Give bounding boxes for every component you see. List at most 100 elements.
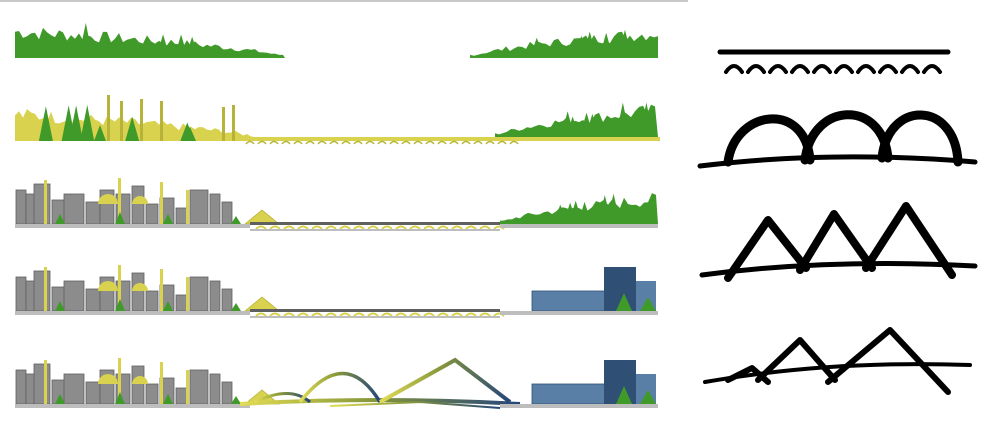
bridge-arch	[479, 225, 491, 230]
bridge-arch	[451, 225, 463, 230]
bridge-deck	[250, 222, 500, 225]
pine-tree	[560, 111, 575, 137]
top-divider-line	[0, 0, 688, 2]
district-tree	[640, 390, 656, 404]
ground-strip	[500, 224, 658, 228]
minaret	[118, 265, 121, 311]
city-tree	[163, 394, 173, 404]
pine-tree	[582, 31, 597, 58]
bridge-arch	[409, 312, 421, 317]
district-tree	[616, 386, 632, 404]
riverbank	[250, 316, 500, 318]
new-district-buildings	[500, 267, 658, 315]
ground-strip	[15, 224, 250, 228]
stone-bridge-arch	[305, 140, 315, 145]
city-building	[33, 183, 51, 225]
minaret	[44, 360, 47, 404]
pine-tree	[38, 106, 53, 141]
stone-bridge-arch	[257, 140, 267, 145]
city-building	[209, 193, 221, 225]
old-city-silhouette	[15, 95, 270, 141]
pine-tree	[597, 195, 612, 224]
bridge-arch	[409, 225, 421, 230]
old-minaret	[232, 105, 235, 141]
minaret	[118, 358, 121, 404]
stone-bridge-arch	[449, 140, 459, 145]
modern-city-silhouette	[15, 265, 281, 315]
dome	[98, 374, 118, 384]
minaret	[160, 182, 163, 224]
stone-bridge-arch	[365, 140, 375, 145]
bridge-arch	[255, 225, 267, 230]
city-tree	[231, 396, 241, 404]
city-building	[85, 201, 101, 225]
bridge-arch	[451, 312, 463, 317]
bridge-arch	[465, 225, 477, 230]
bridge-arch	[269, 225, 281, 230]
right-forest	[470, 29, 658, 58]
panel-stage-4	[15, 265, 658, 318]
bridge-arch	[255, 312, 267, 317]
stone-bridge-arch	[329, 140, 339, 145]
city-building	[131, 272, 145, 312]
ground-strip	[500, 404, 658, 408]
city-building	[85, 288, 101, 312]
sketch-small-arch	[922, 64, 942, 74]
new-district-buildings	[500, 360, 658, 408]
bridge-arch	[325, 225, 337, 230]
sketch-small-arch	[724, 64, 744, 74]
old-city-tree	[184, 127, 196, 141]
minaret	[44, 267, 47, 311]
pine-tree	[553, 204, 568, 224]
ground-strip	[15, 404, 250, 408]
city-building	[145, 383, 159, 405]
city-building	[63, 193, 85, 225]
dome	[132, 196, 148, 204]
pine-tree	[639, 102, 654, 137]
city-building	[145, 290, 159, 312]
panel-stage-1	[15, 22, 658, 59]
stone-bridge-arch	[353, 140, 363, 145]
ground-strip	[15, 311, 250, 315]
bridge-arch	[381, 225, 393, 230]
old-minaret	[140, 99, 143, 141]
forest-silhouette	[15, 27, 285, 58]
city-tree	[163, 301, 173, 311]
sketch-small-arches	[717, 49, 951, 74]
right-forest	[500, 193, 658, 228]
new-arched-bridge	[239, 357, 521, 409]
stone-bridge-arch	[509, 140, 519, 145]
forest-silhouette	[495, 104, 658, 137]
stone-bridge-arch	[461, 140, 471, 145]
bridge-arch	[353, 225, 365, 230]
bridge-arch	[395, 312, 407, 317]
shore-temple	[243, 209, 281, 225]
city-building	[145, 203, 159, 225]
city-tree	[115, 212, 125, 224]
bridge-arch	[423, 225, 435, 230]
bridge-arch	[311, 312, 323, 317]
bridge-deck	[250, 309, 500, 312]
city-tree	[55, 394, 65, 404]
dome	[132, 376, 148, 384]
sketch-small-arch	[878, 64, 898, 74]
stone-bridge-arch	[317, 140, 327, 145]
bridge-arch	[269, 312, 281, 317]
bridge-arch	[381, 312, 393, 317]
modern-city-silhouette	[15, 358, 281, 408]
shore-temple	[243, 296, 281, 312]
pine-tree	[156, 34, 171, 58]
city-building	[63, 280, 85, 312]
bridge-arch	[353, 312, 365, 317]
city-tree	[115, 392, 125, 404]
minaret	[186, 277, 189, 311]
pine-tree	[69, 105, 84, 141]
stone-bridge-arch	[281, 140, 291, 145]
bridge-arch	[311, 225, 323, 230]
panel-stage-5	[15, 357, 658, 409]
modern-city-silhouette	[15, 178, 281, 228]
stone-bridge-arch	[413, 140, 423, 145]
minaret	[44, 180, 47, 224]
city-building	[15, 369, 27, 405]
pine-tree	[529, 37, 544, 58]
